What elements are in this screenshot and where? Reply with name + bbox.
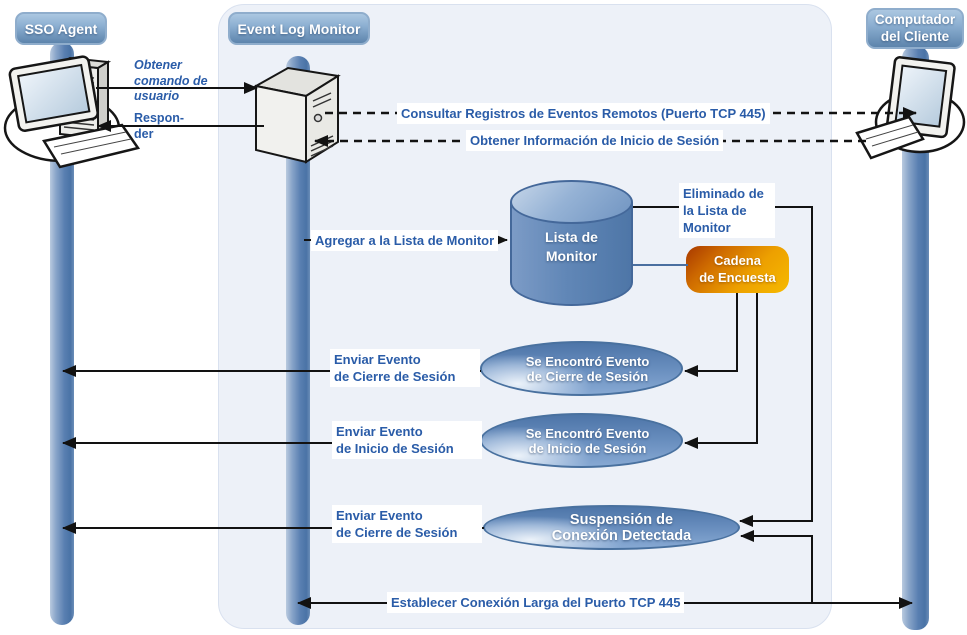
message-label-responder: Respon- der xyxy=(134,111,184,141)
actor-badge-sso-agent: SSO Agent xyxy=(15,12,107,45)
actor-badge-event-log-monitor: Event Log Monitor xyxy=(228,12,370,45)
message-label-enviar-cierre-1: Enviar Evento de Cierre de Sesión xyxy=(330,349,480,388)
message-label-consultar-registros: Consultar Registros de Eventos Remotos (… xyxy=(397,103,770,125)
database-label: Lista de Monitor xyxy=(545,229,598,264)
message-label-obtener-info: Obtener Información de Inicio de Sesión xyxy=(466,130,724,152)
message-label-agregar-lista: Agregar a la Lista de Monitor xyxy=(311,230,499,252)
database-lista-de-monitor: Lista de Monitor xyxy=(510,180,633,306)
event-ellipse-inicio-encontrado: Se Encontró Evento de Inicio de Sesión xyxy=(480,413,683,468)
message-label-establecer-conexion: Establecer Conexión Larga del Puerto TCP… xyxy=(387,592,685,614)
event-ellipse-label: Suspensión de Conexión Detectada xyxy=(551,511,692,544)
message-label-eliminado-lista: Eliminado de la Lista de Monitor xyxy=(679,183,775,239)
lifeline-client-computer xyxy=(902,46,929,630)
event-ellipse-cierre-encontrado: Se Encontró Evento de Cierre de Sesión xyxy=(480,341,683,396)
process-cadena-de-encuesta: Cadena de Encuesta xyxy=(686,246,789,293)
lifeline-sso-agent xyxy=(50,42,74,625)
event-ellipse-label: Se Encontró Evento de Cierre de Sesión xyxy=(525,353,650,384)
message-label-enviar-cierre-2: Enviar Evento de Cierre de Sesión xyxy=(332,505,482,544)
event-ellipse-suspension-detectada: Suspensión de Conexión Detectada xyxy=(483,505,740,550)
message-label-obtener-comando: Obtener comando de usuario xyxy=(134,58,208,104)
database-top xyxy=(510,180,633,224)
message-label-enviar-inicio: Enviar Evento de Inicio de Sesión xyxy=(332,421,482,460)
actor-badge-client-computer: Computador del Cliente xyxy=(866,8,964,49)
lifeline-event-log-monitor xyxy=(286,56,310,625)
event-ellipse-label: Se Encontró Evento de Inicio de Sesión xyxy=(525,425,650,456)
